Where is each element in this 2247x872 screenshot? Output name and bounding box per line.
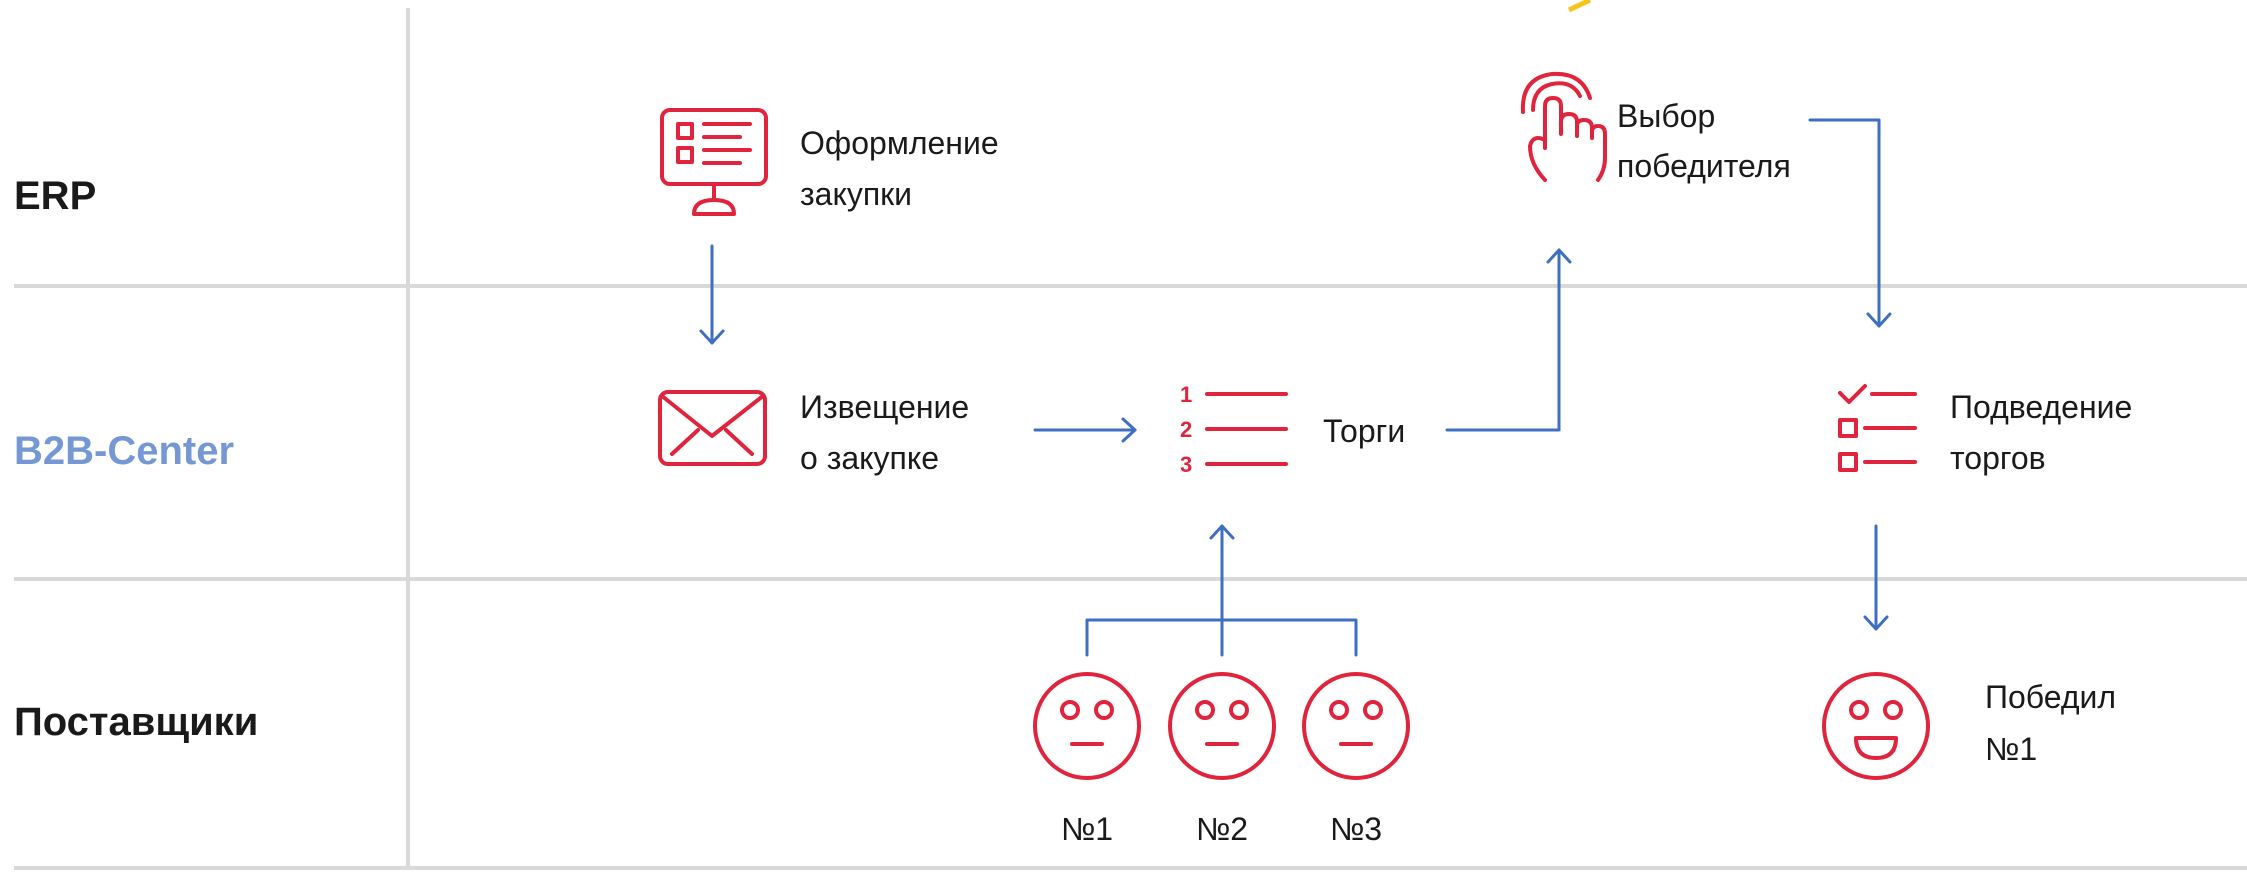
lane-label-erp: ERP [14, 174, 96, 218]
winner-label-line1: Победил [1985, 679, 2116, 715]
purchase-label-line1: Оформление [800, 125, 999, 161]
winner-select-label-line1: Выбор [1617, 98, 1715, 134]
connector-suppliers-to-auction [1085, 524, 1358, 657]
hand-pointer-icon [1520, 71, 1607, 182]
connector-notice-to-auction [1033, 417, 1137, 443]
supplier-label-2: №2 [1196, 811, 1248, 847]
winner-select-label-line2: победителя [1617, 148, 1791, 184]
svg-text:2: 2 [1180, 417, 1192, 442]
lane-label-suppliers: Поставщики [14, 700, 258, 744]
happy-smiley-icon [1822, 672, 1930, 780]
svg-text:3: 3 [1180, 452, 1192, 477]
supplier-label-3: №3 [1330, 811, 1382, 847]
monitor-form-icon [660, 108, 768, 216]
svg-text:1: 1 [1180, 382, 1192, 407]
auction-label: Торги [1323, 413, 1405, 449]
smiley-icon [1302, 672, 1410, 780]
notice-label-line1: Извещение [800, 389, 969, 425]
supplier-label-1: №1 [1061, 811, 1113, 847]
connector-auction-to-winner-select [1445, 248, 1572, 432]
smiley-icon [1033, 672, 1141, 780]
connector-winner-select-to-summary [1808, 118, 1892, 328]
summary-label-line2: торгов [1950, 440, 2046, 476]
connector-purchase-to-notice [699, 244, 725, 345]
summary-label-line1: Подведение [1950, 389, 2132, 425]
winner-label-line2: №1 [1985, 731, 2037, 767]
lane-label-b2b: B2B-Center [14, 429, 234, 473]
notice-label-line2: о закупке [800, 440, 939, 476]
purchase-label-line2: закупки [800, 176, 912, 212]
highlight-mark [1567, 0, 1592, 13]
numbered-list-icon: 1 2 3 [1180, 382, 1288, 477]
smiley-icon [1168, 672, 1276, 780]
envelope-icon [658, 390, 767, 466]
checklist-icon [1838, 384, 1917, 472]
connector-summary-to-winner [1863, 524, 1889, 631]
